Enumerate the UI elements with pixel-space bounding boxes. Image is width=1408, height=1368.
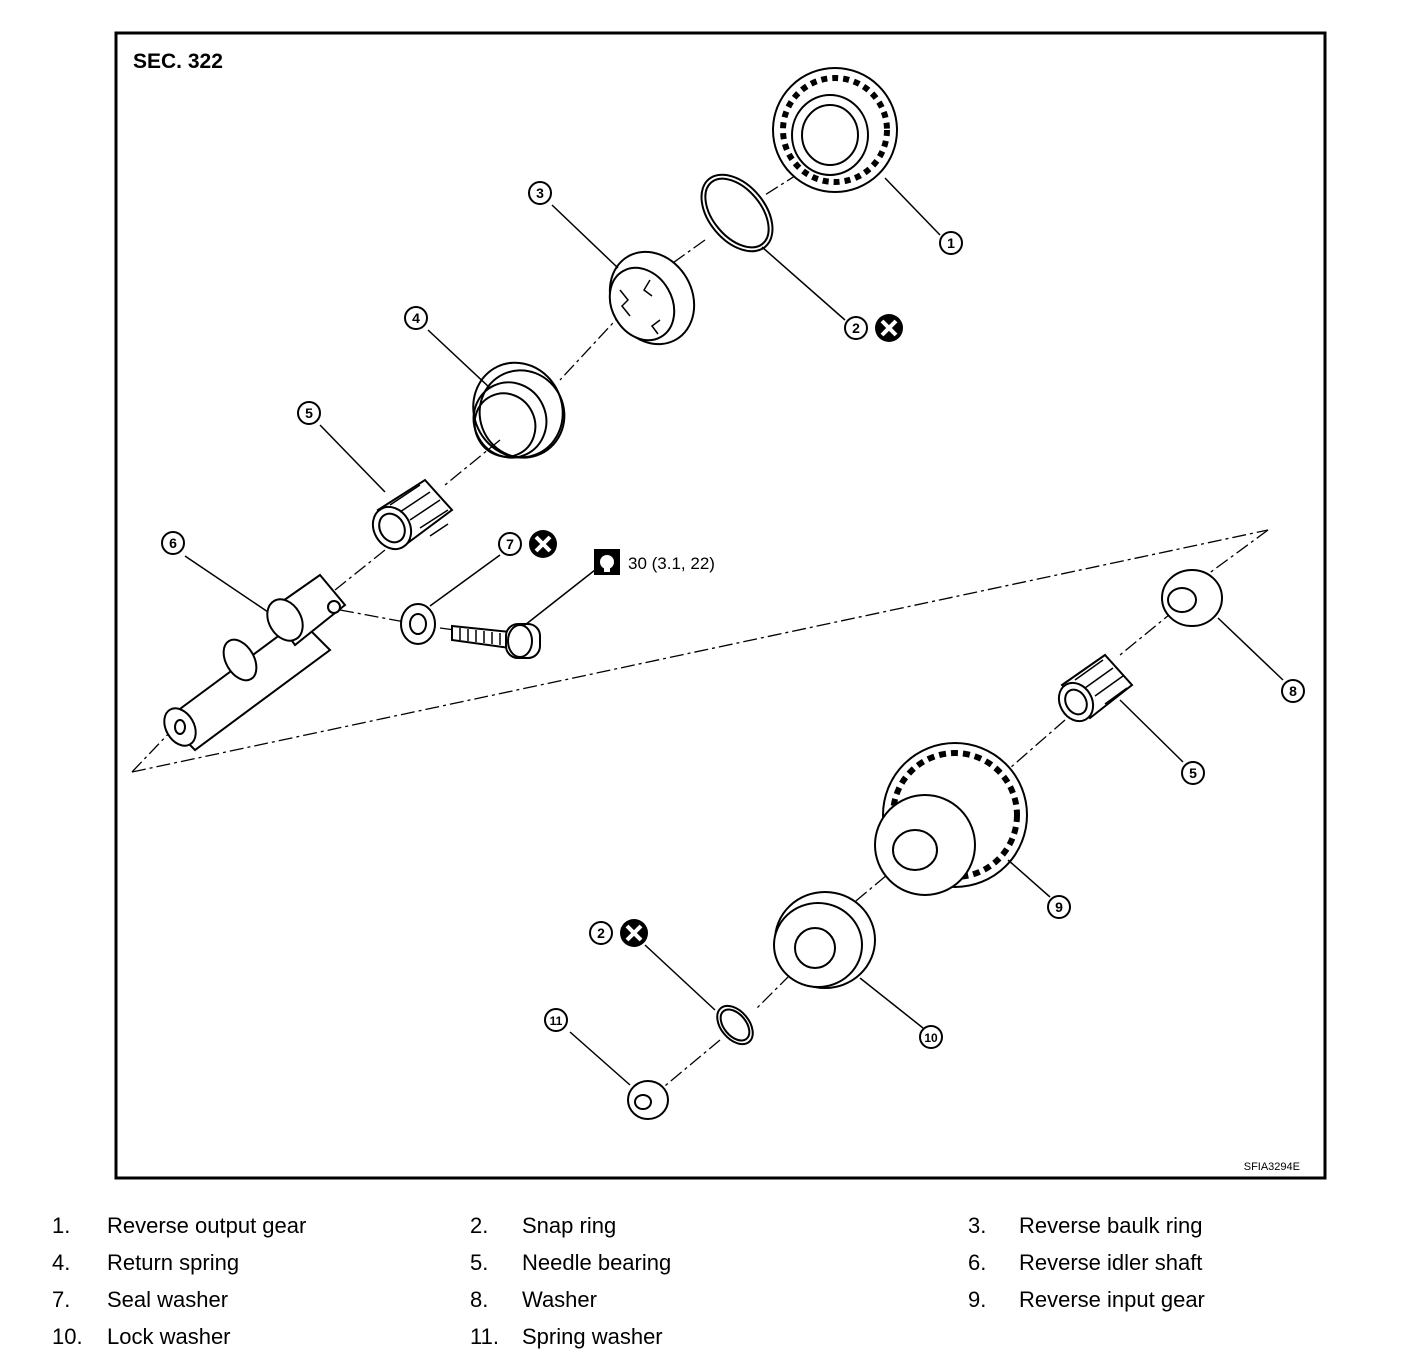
do-not-reuse-icon — [620, 919, 648, 947]
callout-2-upper — [844, 316, 868, 340]
legend-label: Washer — [522, 1287, 597, 1312]
parts-legend: 1. Reverse output gear 2. Snap ring 3. R… — [0, 1205, 1408, 1365]
callouts — [161, 181, 1305, 1049]
snap-ring-lower — [716, 1004, 754, 1046]
callout-9 — [1047, 895, 1071, 919]
image-code: SFIA3294E — [1244, 1161, 1300, 1173]
legend-number: 7. — [52, 1287, 71, 1312]
callout-10-text: 10 — [924, 1031, 938, 1045]
legend-label: Return spring — [107, 1250, 240, 1275]
legend-number: 8. — [470, 1287, 489, 1312]
exploded-parts-diagram: SEC. 322 SFIA3294E — [114, 31, 1327, 1180]
callout-numbers: 1 2 2 3 4 5 5 6 7 8 9 10 11 — [169, 185, 1297, 1045]
legend-label: Reverse idler shaft — [1019, 1250, 1203, 1275]
legend-number: 11. — [470, 1324, 499, 1349]
callout-7 — [498, 532, 522, 556]
washer — [1161, 569, 1223, 627]
legend-number: 10. — [52, 1324, 83, 1349]
callout-9-text: 9 — [1055, 899, 1063, 915]
legend-label: Reverse input gear — [1019, 1287, 1205, 1312]
reverse-input-gear — [874, 742, 1028, 896]
legend-number: 5. — [470, 1250, 489, 1275]
legend-number: 4. — [52, 1250, 71, 1275]
section-label: SEC. 322 — [133, 50, 223, 73]
callout-5-lower-text: 5 — [1189, 765, 1197, 781]
callout-7-text: 7 — [506, 536, 514, 552]
reverse-idler-shaft — [163, 573, 347, 752]
legend-label: Spring washer — [522, 1324, 663, 1349]
legend-number: 6. — [968, 1250, 987, 1275]
spring-washer — [627, 1080, 669, 1120]
callout-2-lower-text: 2 — [597, 925, 605, 941]
legend-label: Seal washer — [107, 1287, 229, 1312]
do-not-reuse-icon — [875, 314, 903, 342]
leader-lines — [184, 177, 1284, 1086]
return-spring — [472, 361, 566, 459]
legend-number: 1. — [52, 1213, 71, 1238]
torque-wrench-icon — [594, 549, 620, 575]
reverse-baulk-ring — [608, 250, 696, 346]
callout-3-text: 3 — [536, 185, 544, 201]
needle-bearing-upper — [371, 478, 454, 551]
diagram-frame — [114, 31, 1327, 1180]
legend-number: 9. — [968, 1287, 987, 1312]
lock-washer — [773, 891, 876, 989]
needle-bearing-lower — [1057, 653, 1134, 723]
legend-label: Reverse baulk ring — [1019, 1213, 1203, 1238]
callout-8-text: 8 — [1289, 683, 1297, 699]
legend-label: Reverse output gear — [107, 1213, 307, 1238]
legend-label: Needle bearing — [522, 1250, 672, 1275]
callout-3 — [528, 181, 552, 205]
snap-ring-upper — [700, 173, 774, 253]
legend-number: 3. — [968, 1213, 987, 1238]
callout-2-lower — [589, 921, 613, 945]
callout-11-text: 11 — [550, 1014, 563, 1028]
callout-5-upper — [297, 401, 321, 425]
seal-washer — [400, 603, 436, 645]
callout-5-upper-text: 5 — [305, 405, 313, 421]
callout-1 — [939, 231, 963, 255]
callout-6-text: 6 — [169, 535, 177, 551]
callout-11 — [544, 1008, 568, 1032]
callout-2-upper-text: 2 — [852, 320, 860, 336]
callout-1-text: 1 — [947, 235, 955, 251]
legend-label: Lock washer — [107, 1324, 231, 1349]
callout-8 — [1281, 679, 1305, 703]
reverse-output-gear — [772, 67, 898, 193]
do-not-reuse-icon — [529, 530, 557, 558]
callout-6 — [161, 531, 185, 555]
legend-number: 2. — [470, 1213, 489, 1238]
callout-4 — [404, 306, 428, 330]
callout-5-lower — [1181, 761, 1205, 785]
callout-4-text: 4 — [412, 310, 420, 326]
callout-10 — [919, 1025, 943, 1049]
legend-label: Snap ring — [522, 1213, 617, 1238]
idler-shaft-bolt — [451, 623, 541, 659]
torque-spec: 30 (3.1, 22) — [628, 554, 715, 573]
